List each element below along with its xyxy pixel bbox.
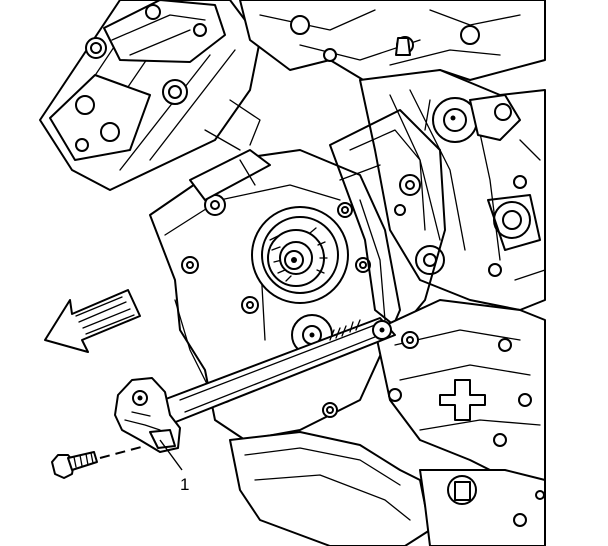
left-cylinder-head [39,0,261,191]
front-arrow-icon [44,289,141,353]
camshaft-sprocket [251,206,349,304]
tensioner-bracket [114,377,181,453]
callout-leader-line [159,439,183,471]
lower-right-block [374,299,546,481]
oil-pan [229,431,546,546]
callout-label-1: 1 [180,475,189,494]
engine-middle-section [329,109,446,331]
install-path-dashed-line [99,445,146,459]
mounting-bolt [51,451,98,479]
